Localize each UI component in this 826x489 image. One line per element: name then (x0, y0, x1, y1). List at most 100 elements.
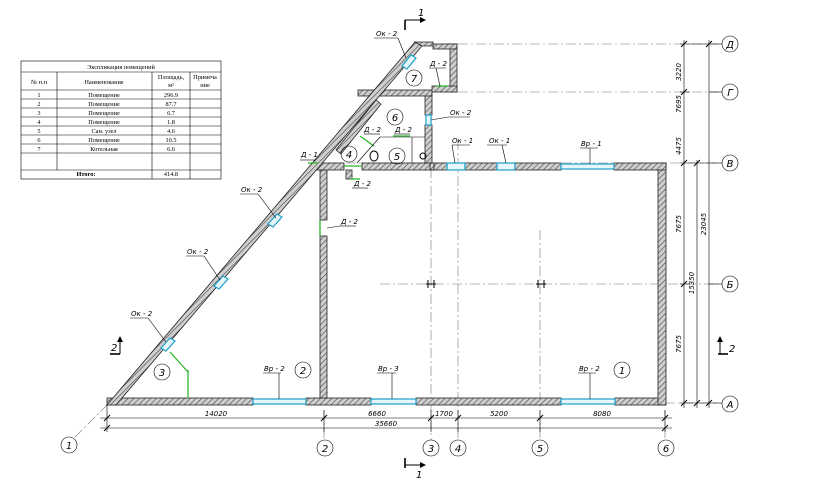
dim-1700: 1700 (435, 410, 453, 418)
svg-text:А: А (726, 400, 734, 411)
label-vr2-left: Вр - 2 (264, 365, 285, 373)
label-ok1-b: Ок - 1 (489, 137, 510, 145)
dim-23045: 23045 (700, 212, 708, 235)
table-cell: Помещение (88, 137, 120, 144)
table-cell: Сан. узел (91, 128, 116, 135)
label-d2-room2: Д - 2 (353, 180, 371, 188)
dim-total-bottom: 35660 (375, 420, 398, 428)
svg-text:В: В (727, 159, 734, 170)
section-markers: 1 1 2 2 (110, 8, 735, 481)
svg-text:5: 5 (394, 152, 400, 163)
table-cell: 296.9 (164, 92, 178, 99)
label-vr2-right: Вр - 2 (579, 365, 600, 373)
label-d2-wall: Д - 2 (340, 218, 358, 226)
svg-text:6: 6 (392, 113, 398, 124)
label-ok2-diag-lower: Ок - 2 (131, 310, 153, 318)
svg-text:4: 4 (346, 150, 352, 161)
table-cell: 4.6 (167, 128, 175, 135)
dim-14020: 14020 (205, 410, 228, 418)
table-cell: 1.8 (167, 119, 175, 126)
label-ok2-diag-upper: Ок - 2 (241, 186, 263, 194)
label-ok1-a: Ок - 1 (452, 137, 473, 145)
table-cell: 1 (37, 92, 40, 99)
table-cell: 10.5 (165, 137, 176, 144)
table-title: Экспликация помещений (87, 64, 155, 71)
dim-5200: 5200 (490, 410, 508, 418)
table-header-note-line1: Примеча (193, 74, 217, 81)
table-header-number: № п.п (31, 79, 48, 86)
label-d2-room4: Д - 2 (363, 126, 381, 134)
svg-text:Г: Г (727, 88, 734, 99)
table-header-area-line1: Площадь, (158, 74, 185, 81)
label-vr1: Вр - 1 (581, 140, 602, 148)
svg-text:4: 4 (455, 444, 461, 455)
table-cell: Помещение (88, 110, 120, 117)
bottom-dimensions: 14020 6660 1700 5200 8080 35660 (100, 405, 672, 432)
table-cell: 2 (37, 101, 40, 108)
svg-text:2: 2 (300, 366, 306, 377)
svg-text:Б: Б (727, 280, 734, 291)
axis-bubble-5: 5 (531, 439, 549, 457)
section-label-top: 1 (418, 8, 424, 19)
right-dimensions: 3220 7695 4475 7675 7675 15350 23045 (675, 40, 713, 408)
table-cell: 4 (37, 119, 41, 126)
section-label-left: 2 (111, 343, 117, 354)
dim-3220: 3220 (675, 63, 683, 81)
table-cell: 7 (37, 146, 40, 153)
room-labels: 1 2 3 4 5 6 7 (153, 69, 631, 381)
axis-bubble-1: 1 (60, 436, 78, 454)
table-cell: Помещение (88, 119, 120, 126)
dim-15350: 15350 (688, 271, 696, 294)
dim-7675-upper: 7675 (675, 215, 683, 233)
axis-bubble-D: Д (721, 35, 739, 53)
svg-text:Д: Д (725, 40, 734, 51)
table-total-value: 414.8 (164, 171, 178, 178)
svg-text:3: 3 (159, 368, 165, 379)
table-cell: Помещение (88, 92, 120, 99)
table-header-area-line2: м² (168, 82, 174, 89)
label-ok2-diag-mid: Ок - 2 (187, 248, 209, 256)
axis-bubble-A: А (721, 395, 739, 413)
section-label-bottom: 1 (416, 470, 422, 481)
table-header-note-line2: ние (200, 82, 210, 89)
table-cell: 6 (37, 137, 40, 144)
label-ok2-room6: Ок - 2 (450, 109, 472, 117)
room-bubble-5: 5 (388, 147, 406, 165)
svg-text:1: 1 (66, 441, 72, 452)
table-header-name: Наименование (84, 79, 123, 86)
svg-text:6: 6 (663, 444, 669, 455)
svg-text:1: 1 (619, 366, 625, 377)
dim-6660: 6660 (368, 410, 386, 418)
label-d2-room5: Д - 2 (394, 126, 412, 134)
windows (160, 54, 616, 405)
room-bubble-1: 1 (613, 361, 631, 379)
room-bubble-3: 3 (153, 363, 171, 381)
label-d1: Д - 1 (300, 151, 318, 159)
label-vr3: Вр - 3 (378, 365, 399, 373)
axis-bubble-V: В (721, 154, 739, 172)
table-cell: 6.7 (167, 110, 175, 117)
axis-number-bubbles: 1 2 3 4 5 6 (60, 436, 675, 457)
room-bubble-6: 6 (386, 108, 404, 126)
axis-bubble-4: 4 (449, 439, 467, 457)
svg-text:2: 2 (322, 444, 328, 455)
axis-bubble-B: Б (721, 275, 739, 293)
explication-table: Экспликация помещений № п.п Наименование… (20, 60, 222, 180)
svg-text:5: 5 (537, 444, 543, 455)
axis-bubble-6: 6 (657, 439, 675, 457)
table-cell: Помещение (88, 101, 120, 108)
walls (106, 43, 667, 406)
axis-bubble-G: Г (721, 83, 739, 101)
dim-7675-lower: 7675 (675, 335, 683, 353)
dim-4475: 4475 (675, 137, 683, 155)
room-bubble-4: 4 (340, 145, 358, 163)
table-cell: 6.6 (167, 146, 175, 153)
table-cell: 5 (37, 128, 40, 135)
diagonal-wall (106, 41, 434, 406)
dim-7695: 7695 (675, 95, 683, 113)
room5-fixtures (356, 136, 427, 164)
label-ok2-top: Ок - 2 (376, 30, 398, 38)
svg-text:7: 7 (411, 74, 418, 85)
opening-labels: Ок - 2 Ок - 2 Д - 2 Д - 2 Д - 2 Д - 1 Д … (130, 30, 602, 399)
